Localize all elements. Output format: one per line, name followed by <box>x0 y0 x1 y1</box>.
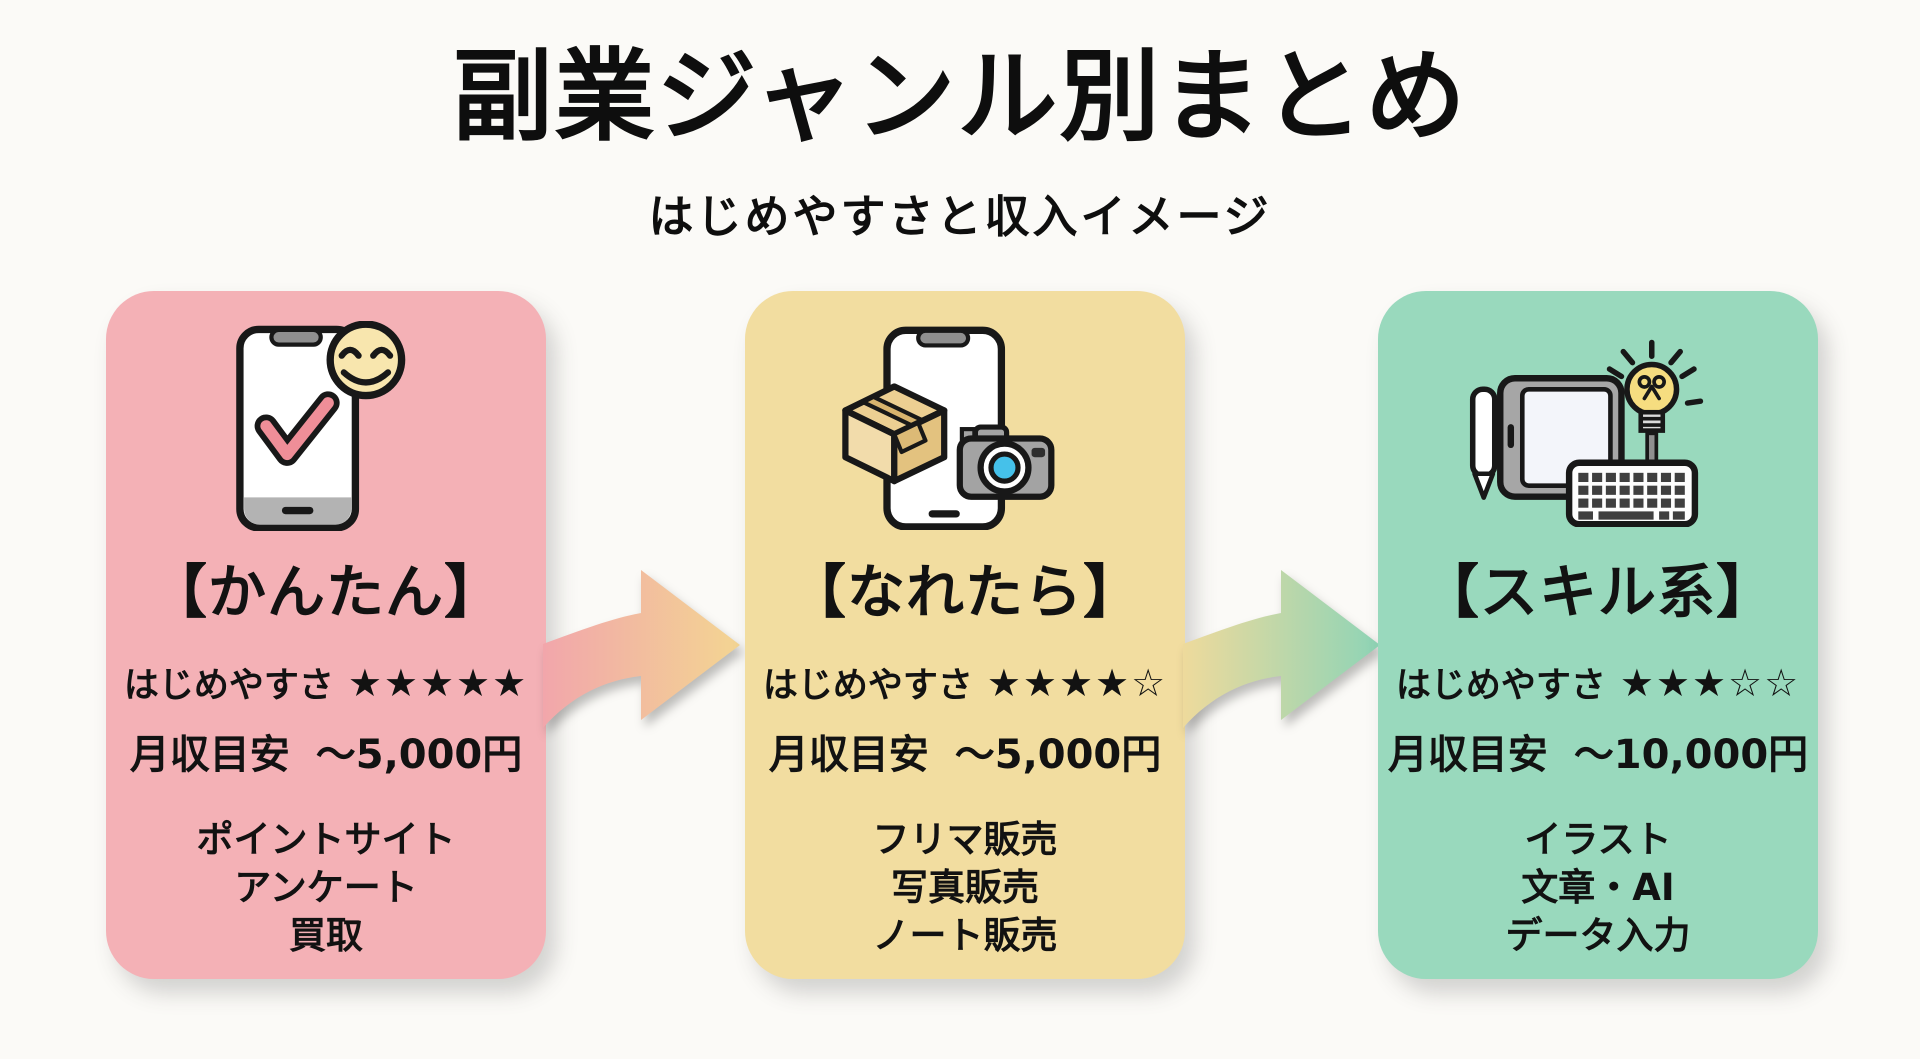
ease-label: はじめやすさ <box>123 666 334 706</box>
smartphone-check-smiley-icon <box>231 315 421 537</box>
list-item: ノート販売 <box>872 914 1058 958</box>
income-line: 月収目安 〜10,000円 <box>1388 722 1808 780</box>
list-item: 写真販売 <box>891 866 1039 910</box>
card-easy: 【かんたん】 はじめやすさ ★★★★★ 月収目安 〜5,000円 ポイントサイト… <box>106 291 546 979</box>
card-heading: 【かんたん】 <box>148 558 503 626</box>
list-item: データ入力 <box>1505 914 1691 958</box>
tablet-keyboard-lightbulb-icon <box>1456 315 1741 537</box>
ease-rating-line: はじめやすさ ★★★★☆ <box>763 657 1167 708</box>
ease-rating-line: はじめやすさ ★★★☆☆ <box>1396 657 1800 708</box>
list-item: アンケート <box>234 866 418 910</box>
smartphone-box-camera-icon <box>840 315 1090 537</box>
arrow-mid-to-skill-icon <box>1183 570 1380 728</box>
income-label: 月収目安 <box>1387 732 1548 778</box>
list-item: フリマ販売 <box>872 818 1058 861</box>
item-list: フリマ販売 写真販売 ノート販売 <box>873 816 1058 960</box>
income-value: 〜5,000円 <box>315 732 523 778</box>
card-intermediate: 【なれたら】 はじめやすさ ★★★★☆ 月収目安 〜5,000円 フリマ販売 写… <box>745 291 1185 979</box>
ease-label: はじめやすさ <box>762 666 973 706</box>
item-list: イラスト 文章・AI データ入力 <box>1506 816 1691 960</box>
arrow-easy-to-mid-icon <box>543 570 740 728</box>
page-subtitle: はじめやすさと収入イメージ <box>648 190 1272 243</box>
card-heading: 【スキル系】 <box>1420 558 1775 626</box>
card-heading: 【なれたら】 <box>787 558 1142 626</box>
income-line: 月収目安 〜5,000円 <box>130 722 523 780</box>
item-list: ポイントサイト アンケート 買取 <box>197 816 456 960</box>
star-rating: ★★★☆☆ <box>1619 660 1801 705</box>
list-item: 買取 <box>289 914 363 958</box>
income-value: 〜10,000円 <box>1573 732 1809 778</box>
list-item: イラスト <box>1524 818 1672 861</box>
ease-label: はじめやすさ <box>1395 666 1606 706</box>
list-item: 文章・AI <box>1521 866 1675 910</box>
star-rating: ★★★★☆ <box>986 660 1168 705</box>
income-line: 月収目安 〜5,000円 <box>769 722 1162 780</box>
card-skill: 【スキル系】 はじめやすさ ★★★☆☆ 月収目安 〜10,000円 イラスト 文… <box>1378 291 1818 979</box>
income-label: 月収目安 <box>768 732 929 778</box>
list-item: ポイントサイト <box>196 818 456 861</box>
income-value: 〜5,000円 <box>954 732 1162 778</box>
income-label: 月収目安 <box>129 732 290 778</box>
ease-rating-line: はじめやすさ ★★★★★ <box>124 657 528 708</box>
star-rating: ★★★★★ <box>347 660 529 705</box>
page-title: 副業ジャンル別まとめ <box>452 38 1468 155</box>
